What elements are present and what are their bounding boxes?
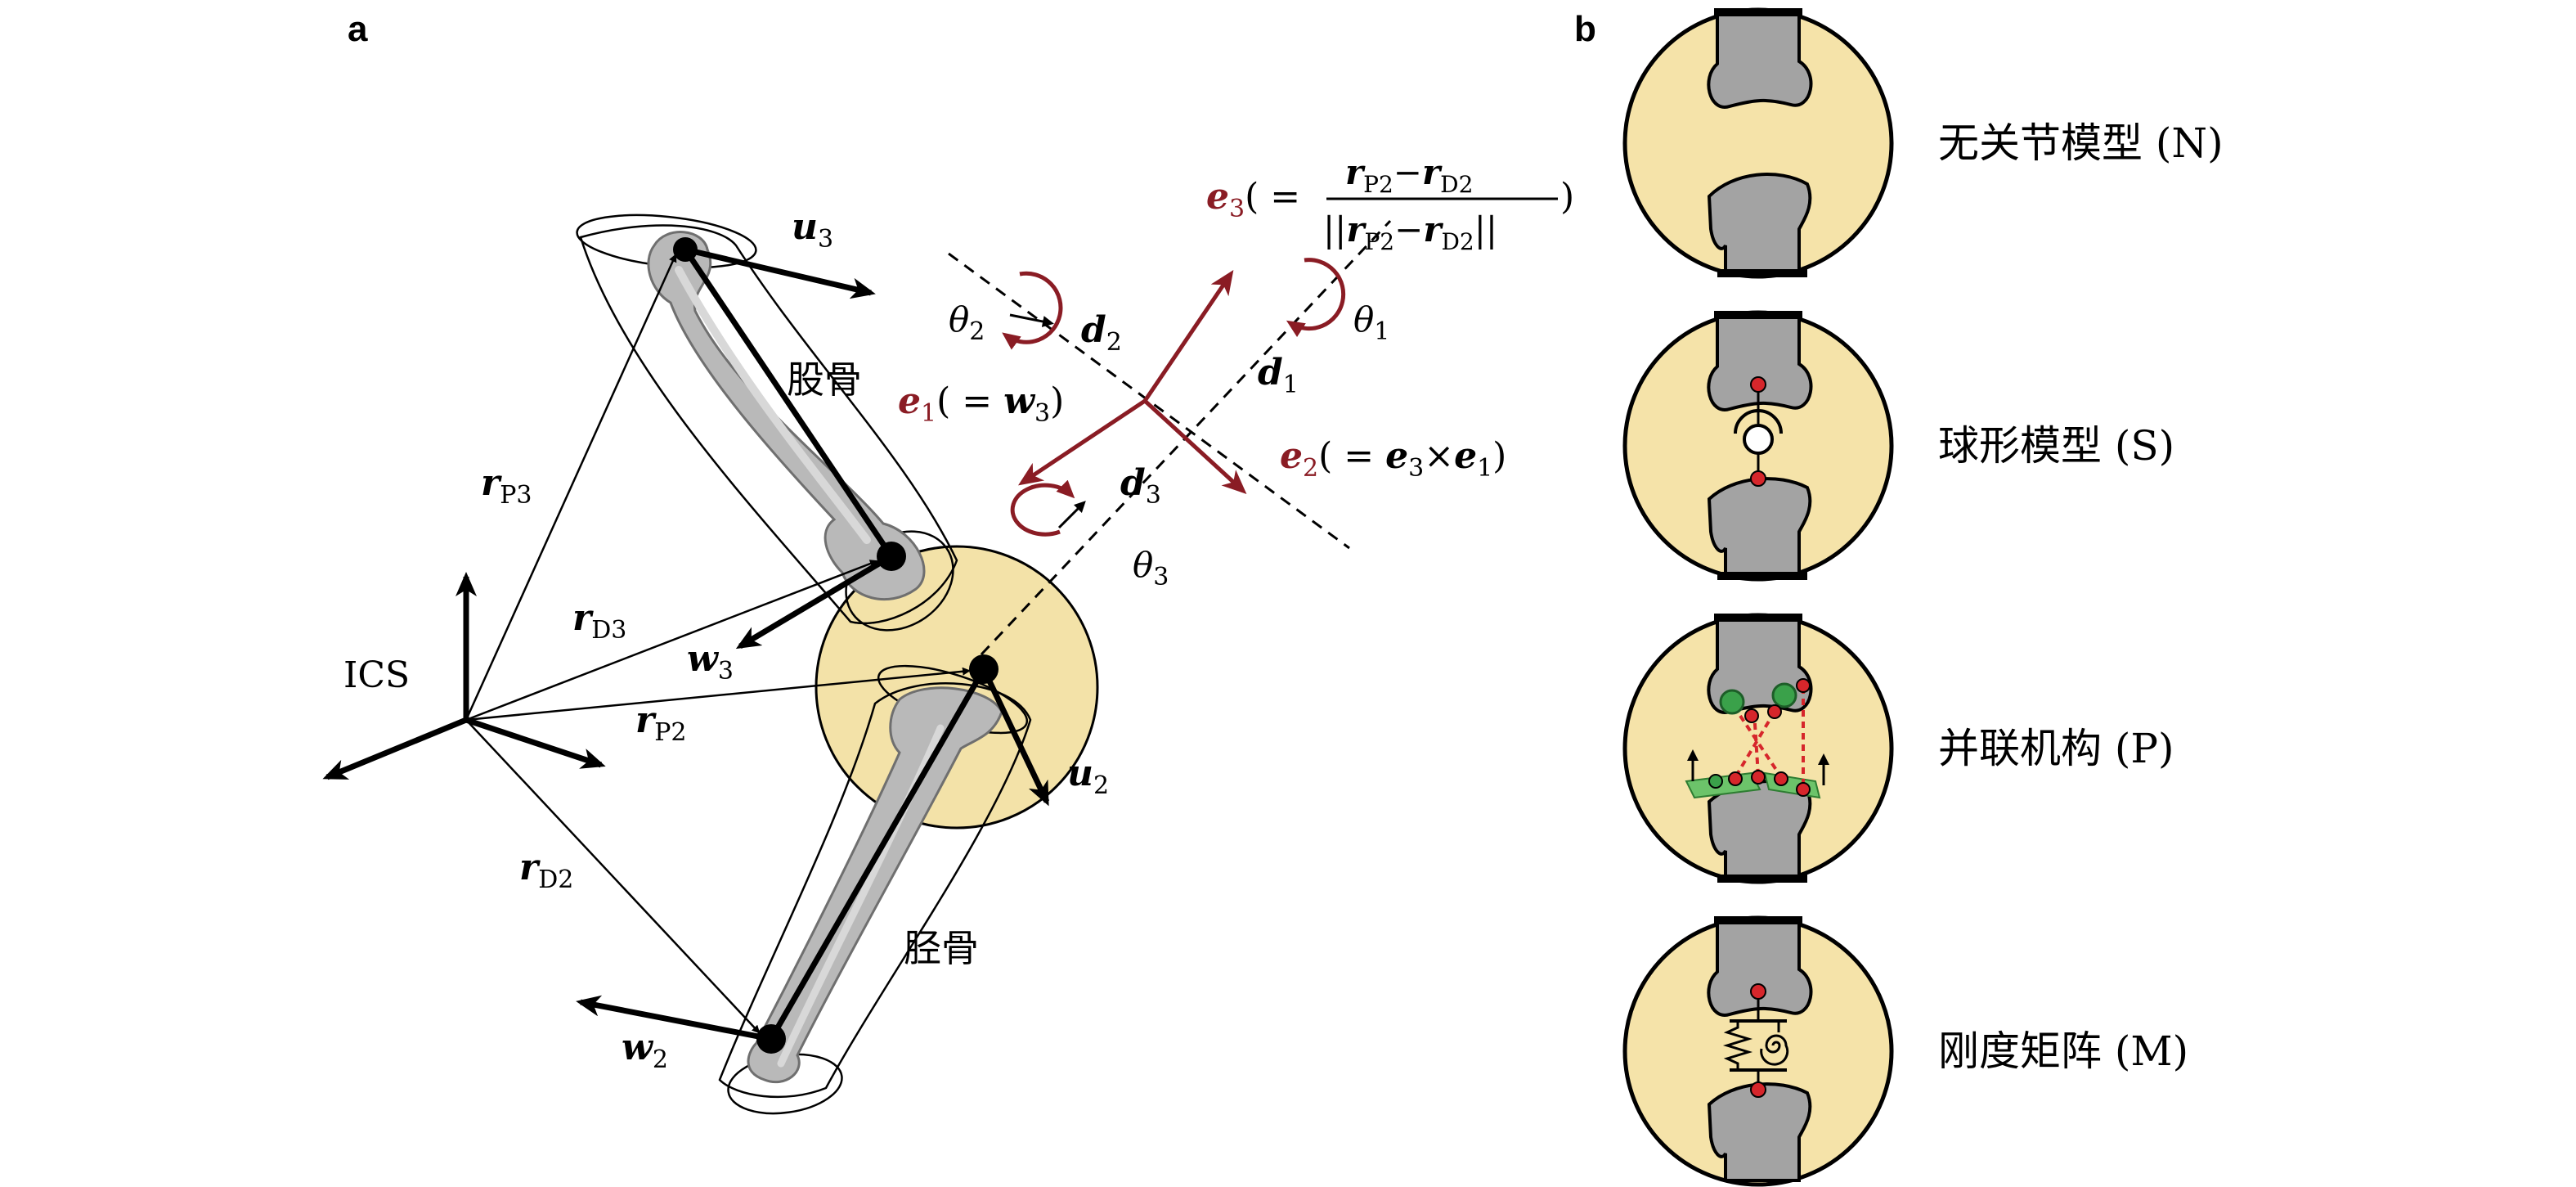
e3-definition: e3( = rP2−rD2 ||rP2−rD2|| ) [1206, 152, 1574, 255]
e1-red-arrow [1018, 398, 1147, 486]
bone-cap-top [1714, 916, 1802, 924]
femur-envelope [579, 224, 958, 625]
theta2-rotation-arc [1002, 271, 1063, 350]
model-parallel [1622, 613, 1894, 884]
rP3-vector [464, 254, 677, 721]
e1-definition: e1( = w3) [898, 380, 1064, 428]
tibia-shape [1707, 477, 1812, 577]
ics-frame [322, 572, 606, 780]
model-spherical [1622, 310, 1894, 582]
model-spherical-label: 球形模型 (S) [1938, 422, 2174, 470]
rD3-label: rD3 [572, 597, 626, 645]
rD2-label: rD2 [519, 847, 573, 894]
femur-marker [1750, 983, 1766, 1000]
panel-b-label: b [1574, 9, 1596, 49]
femur-label: 股骨 [787, 357, 862, 402]
link-marker [1796, 782, 1811, 797]
u3-label: u3 [792, 206, 833, 254]
theta2-label: θ2 [949, 299, 985, 346]
link-marker [1744, 708, 1759, 723]
e3-red-arrow [1142, 270, 1234, 402]
e3-numerator: rP2−rD2 [1345, 152, 1473, 198]
tibia-label: 胫骨 [904, 926, 979, 970]
model-parallel-label: 并联机构 (P) [1938, 725, 2174, 772]
e2-definition: e2( = e3×e1) [1280, 435, 1506, 483]
theta1-label: θ1 [1353, 299, 1389, 346]
bone-cap-top [1714, 311, 1802, 319]
w2-vector [576, 995, 772, 1042]
ics-label: ICS [343, 654, 410, 696]
svg-text:e3( =: e3( = [1206, 176, 1300, 223]
d3-small-arrow [1057, 501, 1086, 529]
theta3-rotation-arc [1010, 479, 1075, 537]
plate-marker [1708, 774, 1723, 789]
torsion-spring-icon [1760, 1034, 1789, 1066]
parallel-links [1734, 687, 1805, 788]
ball-joint-icon [1743, 424, 1774, 455]
rP3-label: rP3 [481, 462, 532, 510]
w3-label: w3 [687, 638, 734, 686]
panel-a: a IC [322, 9, 1574, 1115]
joint-coordinate-axes [1018, 270, 1247, 495]
w3-vector [735, 553, 893, 650]
bone-cap-bottom [1717, 572, 1807, 580]
femur-shape [1707, 11, 1813, 109]
femur-marker [1750, 376, 1766, 393]
femur-shape [1707, 919, 1813, 1017]
bone-cap-bottom [1717, 875, 1807, 883]
d1-label: d1 [1258, 352, 1299, 399]
femur-axis-line [683, 248, 894, 558]
link-marker [1751, 770, 1766, 785]
model-no-joint [1622, 7, 1894, 279]
d2-small-arrow [1009, 313, 1054, 327]
panel-b: b 无关节模型 (N) 球形模型 (S) [1574, 7, 2224, 1187]
theta3-label: θ3 [1133, 545, 1169, 591]
u2-label: u2 [1067, 753, 1109, 800]
bone-cap-bottom [1717, 269, 1807, 277]
theta1-rotation-arc [1286, 258, 1346, 338]
femur-bone [647, 231, 926, 601]
tibia-shape [1707, 780, 1812, 879]
model-stiffness-label: 刚度矩阵 (M) [1938, 1027, 2188, 1075]
tibia-marker [1750, 470, 1766, 487]
rD3-vector [465, 560, 878, 722]
condyle-marker-right [1771, 682, 1797, 708]
tibia-shape [1707, 173, 1812, 274]
femur-shape [1707, 313, 1813, 411]
model-no-joint-label: 无关节模型 (N) [1938, 119, 2224, 167]
svg-text:): ) [1560, 176, 1574, 218]
e1-dashed-axis [948, 252, 1350, 550]
link-marker [1767, 704, 1782, 719]
rD2-vector [465, 719, 761, 1034]
link-marker [1796, 678, 1811, 693]
tibia-marker [1750, 1081, 1766, 1098]
tibia-shape [1707, 1082, 1812, 1182]
d3-label: d3 [1120, 462, 1161, 510]
linear-spring-icon [1722, 1021, 1753, 1070]
d2-label: d2 [1081, 309, 1122, 357]
bone-cap-top [1714, 8, 1802, 16]
tibia-envelope [718, 682, 1032, 1099]
u3-vector [684, 246, 876, 299]
model-stiffness [1622, 915, 1894, 1187]
panel-a-label: a [348, 9, 368, 49]
e3-denominator: ||rP2−rD2|| [1323, 209, 1497, 255]
link-marker [1728, 771, 1743, 786]
e2-red-arrow [1143, 399, 1247, 495]
socket-arc [1734, 409, 1783, 434]
w2-label: w2 [622, 1027, 668, 1074]
link-marker [1774, 771, 1788, 786]
rP2-vector [465, 667, 971, 722]
tibia-axis-line [768, 668, 987, 1041]
rP2-label: rP2 [635, 699, 686, 747]
condyle-marker-left [1719, 689, 1745, 715]
u2-vector [981, 668, 1050, 807]
bone-cap-top [1714, 614, 1802, 622]
